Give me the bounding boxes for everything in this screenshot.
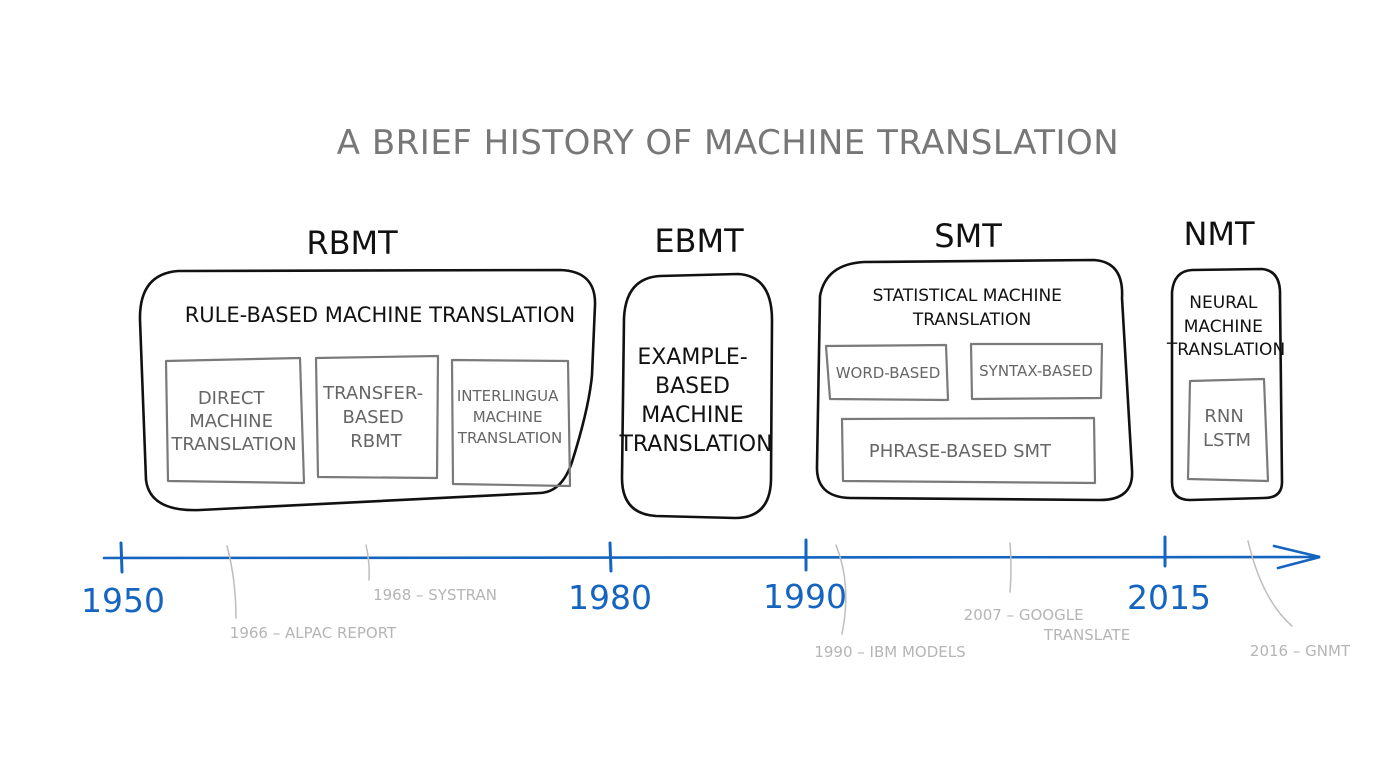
rbmt-direct-box <box>164 356 306 485</box>
timeline-axis <box>102 555 1320 560</box>
era-smt-full-name: STATISTICAL MACHINE TRANSLATION <box>873 286 1068 330</box>
era-ebmt-abbr: EBMT <box>654 222 744 260</box>
era-rbmt: RBMT RULE-BASED MACHINE TRANSLATION DIRE… <box>138 224 597 512</box>
rbmt-direct-label: DIRECT MACHINE TRANSLATION <box>170 388 296 455</box>
event-2016-label: 2016 – GNMT <box>1250 642 1351 660</box>
era-smt-box <box>815 258 1134 502</box>
year-2015-label: 2015 <box>1127 578 1211 617</box>
event-1968-label: 1968 – SYSTRAN <box>373 586 497 604</box>
smt-phrase-based-box <box>840 416 1097 485</box>
smt-word-based-label: WORD-BASED <box>836 364 941 382</box>
era-smt: SMT STATISTICAL MACHINE TRANSLATION WORD… <box>815 217 1134 502</box>
event-2007-label: 2007 – GOOGLE TRANSLATE <box>964 606 1131 644</box>
diagram-title: A BRIEF HISTORY OF MACHINE TRANSLATION <box>337 123 1119 163</box>
rbmt-interlingua-label: INTERLINGUA MACHINE TRANSLATION <box>457 387 563 447</box>
nmt-rnn-lstm-label: RNN LSTM <box>1203 406 1251 451</box>
rbmt-interlingua-box <box>450 358 572 488</box>
smt-syntax-based-box <box>969 342 1104 401</box>
year-1990-label: 1990 <box>763 577 847 616</box>
event-2016-leader <box>1247 540 1293 627</box>
tick-1950 <box>119 541 124 574</box>
year-1950-label: 1950 <box>81 581 165 620</box>
rbmt-transfer-label: TRANSFER- BASED RBMT <box>322 383 429 452</box>
event-2007-leader <box>1009 542 1012 593</box>
nmt-rnn-lstm-box <box>1186 377 1270 483</box>
event-1990-ibm-leader <box>835 544 847 635</box>
era-rbmt-full-name: RULE-BASED MACHINE TRANSLATION <box>185 303 576 327</box>
era-smt-abbr: SMT <box>934 217 1002 255</box>
era-nmt: NMT NEURAL MACHINE TRANSLATION RNN LSTM <box>1166 215 1285 502</box>
era-nmt-box <box>1170 267 1284 502</box>
era-ebmt-full-name: EXAMPLE- BASED MACHINE TRANSLATION <box>618 345 772 457</box>
year-1980-label: 1980 <box>568 578 652 617</box>
timeline-arrowhead <box>1272 544 1321 570</box>
era-nmt-abbr: NMT <box>1183 215 1255 253</box>
event-1966-label: 1966 – ALPAC REPORT <box>230 624 397 642</box>
event-1968-leader <box>365 544 370 581</box>
smt-phrase-based-label: PHRASE-BASED SMT <box>869 441 1052 462</box>
era-ebmt: EBMT EXAMPLE- BASED MACHINE TRANSLATION <box>618 222 774 520</box>
era-ebmt-box <box>620 272 774 520</box>
smt-word-based-box <box>824 343 950 402</box>
era-nmt-full-name: NEURAL MACHINE TRANSLATION <box>1166 293 1285 360</box>
event-1966-leader <box>226 545 237 619</box>
tick-1980 <box>608 541 613 573</box>
rbmt-transfer-box <box>314 354 440 480</box>
era-rbmt-abbr: RBMT <box>306 224 398 262</box>
event-1990-ibm-label: 1990 – IBM MODELS <box>814 643 965 661</box>
smt-syntax-based-label: SYNTAX-BASED <box>979 362 1093 380</box>
timeline: 1950 1980 1990 2015 1966 – ALPAC REPORT … <box>81 535 1351 661</box>
